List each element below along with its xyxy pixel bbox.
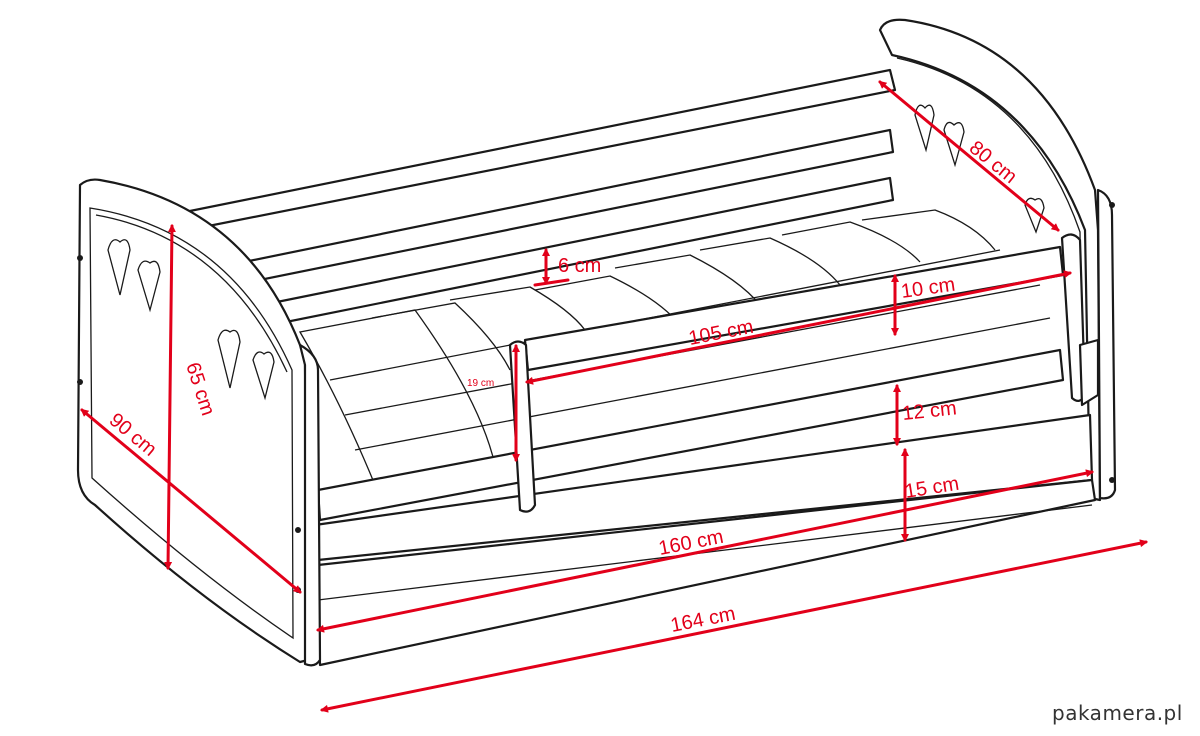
heart-icon [107, 239, 131, 296]
label-rail-gap: 12 cm [901, 397, 957, 425]
dim-line-164 [320, 539, 1148, 713]
heart-icon [217, 329, 241, 389]
label-barrier-height: 19 cm [467, 378, 494, 389]
watermark: pakamera.pl [1052, 701, 1183, 725]
footboard-edge [298, 343, 322, 667]
heart-icon [252, 351, 275, 401]
headboard-edge [1096, 188, 1117, 500]
dim-line-80 [878, 80, 1060, 232]
dim-line-65 [164, 224, 176, 570]
label-slat-gap: 6 cm [558, 255, 601, 277]
back-middle-rail [203, 128, 895, 292]
bed-drawing [76, 18, 1117, 667]
dimension-lines [80, 80, 1148, 713]
front-top-rail [523, 245, 1065, 372]
label-headboard-width: 80 cm [965, 137, 1021, 188]
heart-icon [137, 260, 161, 313]
dim-line-105 [525, 270, 1072, 385]
dim-line-90 [80, 408, 302, 594]
